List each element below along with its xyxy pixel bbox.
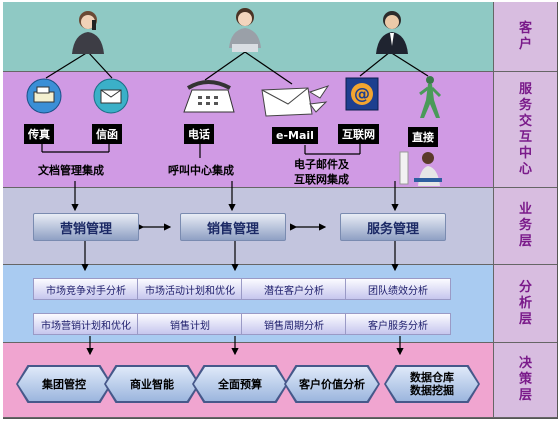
marketing-management-box: 营销管理 <box>33 213 139 241</box>
email-web-integration-line1: 电子邮件及 <box>294 158 349 171</box>
layer-business-text: 业务层 <box>518 202 532 249</box>
fax-icon <box>26 78 62 114</box>
walking-person-icon <box>419 76 442 118</box>
internet-at-icon: @ <box>345 77 379 111</box>
analysis-sales-cycle: 销售周期分析 <box>241 313 347 335</box>
layer-label-customer: 客户 <box>493 2 557 72</box>
email-web-integration-line2: 互联网集成 <box>294 173 349 186</box>
layer-label-business: 业务层 <box>493 188 557 265</box>
layer-analysis-text: 分析层 <box>518 279 532 327</box>
customer-woman-laptop-icon <box>229 8 261 52</box>
data-warehouse-text: 数据仓库 <box>410 371 454 384</box>
analysis-competitor: 市场竞争对手分析 <box>33 278 139 300</box>
channel-fax-label: 传真 <box>24 124 54 144</box>
analysis-team-performance: 团队绩效分析 <box>345 278 451 300</box>
layer-label-decision: 决策层 <box>493 343 557 418</box>
channel-phone-label: 电话 <box>184 124 214 144</box>
telephone-icon <box>183 80 235 113</box>
analysis-marketing-plan: 市场营销计划和优化 <box>33 313 139 335</box>
svg-text:@: @ <box>354 84 370 103</box>
analysis-sales-plan: 销售计划 <box>137 313 243 335</box>
sales-management-box: 销售管理 <box>180 213 286 241</box>
channel-direct-label: 直接 <box>408 127 438 147</box>
analysis-customer-service: 客户服务分析 <box>345 313 451 335</box>
layer-decision-text: 决策层 <box>518 356 532 403</box>
channel-email-label: e-Mail <box>272 127 318 144</box>
customer-woman-phone-icon <box>72 11 104 54</box>
layer-service-text: 服务交互中心 <box>518 81 532 177</box>
customer-man-suit-icon <box>376 11 408 54</box>
customer-value-analysis-hex: 客户价值分析 <box>286 367 378 401</box>
group-control-hex: 集团管控 <box>18 367 110 401</box>
comprehensive-budget-hex: 全面预算 <box>194 367 286 401</box>
business-intelligence-hex: 商业智能 <box>106 367 198 401</box>
agent-at-desk-icon <box>399 151 442 186</box>
channel-letter-label: 信函 <box>92 124 122 144</box>
email-envelope-icon <box>261 85 330 117</box>
layer-customer-text: 客户 <box>518 20 532 52</box>
layer-label-service: 服务交互中心 <box>493 72 557 188</box>
layer-label-analysis: 分析层 <box>493 265 557 343</box>
analysis-prospect: 潜在客户分析 <box>241 278 347 300</box>
channel-internet-label: 互联网 <box>338 124 379 144</box>
service-management-box: 服务管理 <box>340 213 446 241</box>
call-center-integration-label: 呼叫中心集成 <box>168 164 234 177</box>
data-mining-text: 数据挖掘 <box>410 384 454 397</box>
letter-icon <box>93 78 129 114</box>
analysis-campaign-planning: 市场活动计划和优化 <box>137 278 243 300</box>
data-warehouse-mining-hex: 数据仓库 数据挖掘 <box>386 367 478 401</box>
document-integration-label: 文档管理集成 <box>38 164 104 177</box>
